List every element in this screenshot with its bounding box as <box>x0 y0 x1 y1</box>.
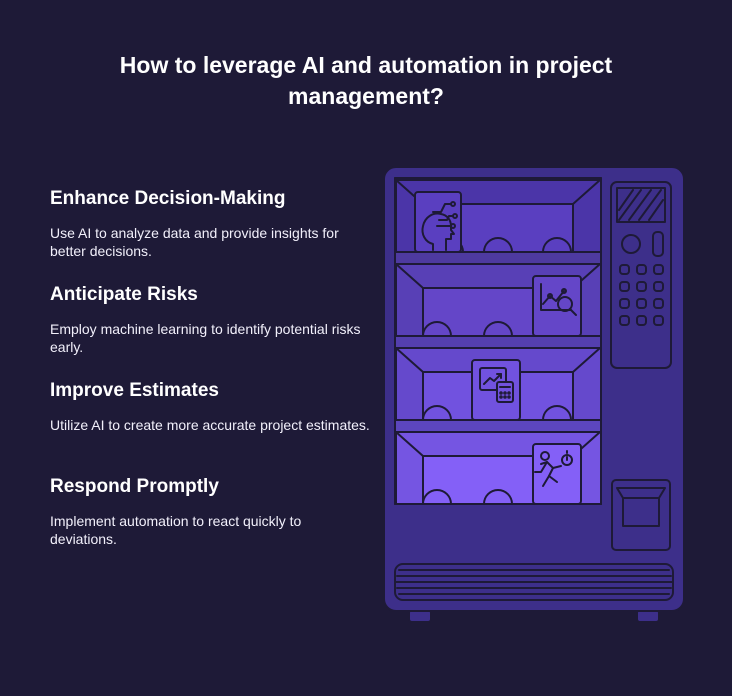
item-text: Utilize AI to create more accurate proje… <box>50 417 370 433</box>
item-text: Use AI to analyze data and provide insig… <box>50 225 339 259</box>
control-panel <box>610 181 672 369</box>
item-text: Employ machine learning to identify pote… <box>50 321 361 355</box>
pickup-vent <box>394 563 674 601</box>
item-anticipate-risks: Anticipate Risks Employ machine learning… <box>50 282 370 356</box>
item-heading: Respond Promptly <box>50 476 219 497</box>
runner-stopwatch-icon <box>532 443 582 505</box>
item-improve-estimates: Improve Estimates Utilize AI to create m… <box>50 378 370 434</box>
page-title: How to leverage AI and automation in pro… <box>119 52 613 109</box>
coin-slot-button <box>621 234 641 254</box>
item-heading: Enhance Decision-Making <box>50 188 286 209</box>
ai-brain-icon <box>414 191 462 253</box>
item-enhance-decision-making: Enhance Decision-Making Use AI to analyz… <box>50 186 370 260</box>
change-return <box>611 479 671 551</box>
card-slot <box>652 231 664 257</box>
calculator-chart-icon <box>471 359 521 421</box>
vending-machine-illustration <box>383 166 685 623</box>
item-heading: Improve Estimates <box>50 380 219 401</box>
item-heading: Anticipate Risks <box>50 284 198 305</box>
keypad <box>619 264 664 326</box>
item-respond-promptly: Respond Promptly Implement automation to… <box>50 474 370 548</box>
chart-search-icon <box>532 275 582 337</box>
item-text: Implement automation to react quickly to… <box>50 513 302 547</box>
